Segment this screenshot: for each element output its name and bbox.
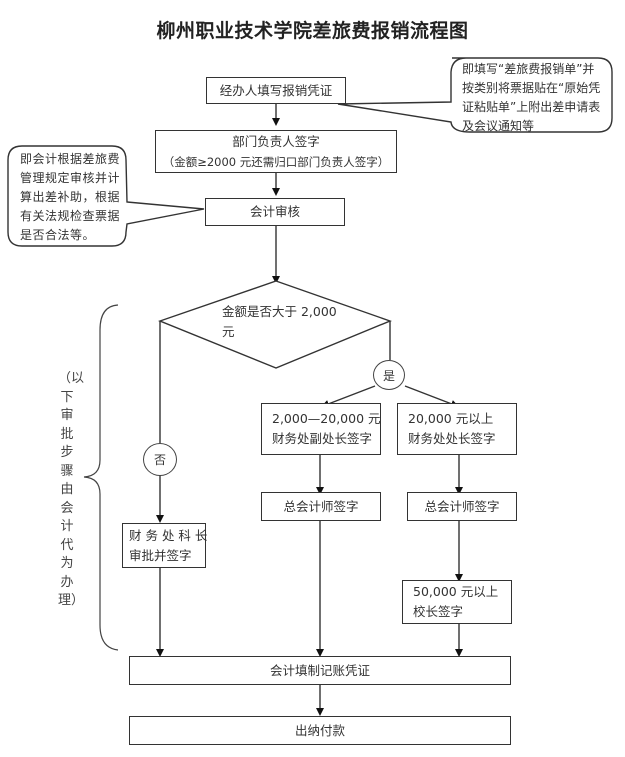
step-director: 20,000 元以上 财务处处长签字 xyxy=(397,403,517,455)
step-label: 总会计师签字 xyxy=(283,498,359,514)
callout-line: 管理规定审核并计 xyxy=(20,171,121,185)
callout-bubble-review-note xyxy=(7,145,205,247)
step-label: 财务处处长签字 xyxy=(408,431,496,446)
decision-label: 金额是否大于 2,000 xyxy=(222,304,337,319)
callout-review-note: 即会计根据差旅费 管理规定审核并计 算出差补助，根据 有关法规检查票据 是否合法… xyxy=(20,150,120,245)
step-deputy-director: 2,000—20,000 元 财务处副处长签字 xyxy=(261,403,381,455)
step-label: 会计填制记账凭证 xyxy=(269,662,370,678)
step-president: 50,000 元以上 校长签字 xyxy=(402,580,512,624)
callout-line: 即填写“差旅费报销单”并 xyxy=(462,62,595,76)
side-note: （以下审批步骤由会计代为办理） xyxy=(58,371,85,608)
step-label: 财务处副处长签字 xyxy=(272,431,373,446)
side-brace xyxy=(83,304,119,651)
step-label: 20,000 元以上 xyxy=(408,411,494,426)
callout-line: 证粘贴单”上附出差申请表 xyxy=(462,100,601,114)
step-label: 审批并签字 xyxy=(129,547,192,563)
decision-diamond xyxy=(158,280,392,369)
step-label: 出纳付款 xyxy=(294,722,345,738)
step-dept-head: 部门负责人签字 （金额≥2000 元还需归口部门负责人签字） xyxy=(155,130,397,173)
callout-line: 按类别将票据贴在“原始凭 xyxy=(462,81,601,95)
callout-line: 是否合法等。 xyxy=(20,228,96,242)
yes-node: 是 xyxy=(373,360,405,390)
callout-line: 及会议通知等 xyxy=(462,119,535,133)
callout-line: 即会计根据差旅费 xyxy=(20,152,121,166)
callout-line: 有关法规检查票据 xyxy=(20,209,121,223)
step-label: 财 务 处 科 长 xyxy=(129,527,208,543)
page-title: 柳州职业技术学院差旅费报销流程图 xyxy=(156,20,469,42)
step-label: （金额≥2000 元还需归口部门负责人签字） xyxy=(162,154,390,169)
step-label: 部门负责人签字 xyxy=(232,133,320,149)
callout-fill-note: 即填写“差旅费报销单”并 按类别将票据贴在“原始凭 证粘贴单”上附出差申请表 及… xyxy=(462,60,600,136)
step-cashier-payment: 出纳付款 xyxy=(129,716,511,745)
step-accounting-review: 会计审核 xyxy=(205,198,345,226)
step-label: 会计审核 xyxy=(249,204,300,219)
step-bookkeeping: 会计填制记账凭证 xyxy=(129,656,511,685)
decision-label: 元 xyxy=(222,324,235,339)
step-chief-accountant-1: 总会计师签字 xyxy=(261,492,381,521)
step-label: 校长签字 xyxy=(413,604,464,619)
step-section-chief: 财 务 处 科 长 审批并签字 xyxy=(122,523,208,568)
no-label: 否 xyxy=(153,453,166,467)
callout-bubble-fill-note xyxy=(337,57,613,133)
no-node: 否 xyxy=(143,443,177,476)
step-label: 经办人填写报销凭证 xyxy=(219,82,333,98)
step-fill-voucher: 经办人填写报销凭证 xyxy=(206,77,346,104)
step-label: 总会计师签字 xyxy=(424,498,500,514)
yes-label: 是 xyxy=(382,368,395,383)
callout-line: 算出差补助，根据 xyxy=(20,190,121,204)
step-label: 2,000—20,000 元 xyxy=(272,411,381,426)
step-label: 50,000 元以上 xyxy=(413,584,499,599)
step-chief-accountant-2: 总会计师签字 xyxy=(407,492,517,521)
decision-text: 金额是否大于 2,000 元 xyxy=(222,302,337,342)
